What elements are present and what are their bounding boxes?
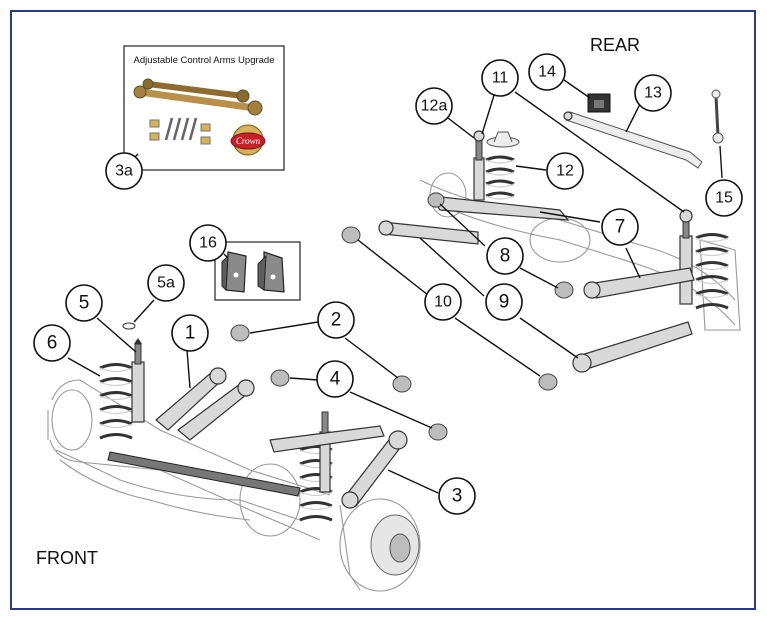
rear-label: REAR xyxy=(590,35,640,55)
svg-text:3a: 3a xyxy=(115,163,133,180)
svg-text:7: 7 xyxy=(615,217,626,238)
callout-13: 13 xyxy=(634,74,672,112)
svg-text:11: 11 xyxy=(492,70,509,87)
bushing-4-top xyxy=(270,369,290,387)
front-coil-spring-right xyxy=(299,445,333,522)
callout-12: 12 xyxy=(546,152,584,190)
callout-9: 9 xyxy=(485,283,523,321)
bushing-8-upper xyxy=(427,192,445,208)
hardware-kit-image xyxy=(149,117,211,145)
callout-16: 16 xyxy=(189,224,227,262)
front-label: FRONT xyxy=(36,548,98,568)
rear-coil-spring-left xyxy=(485,155,515,210)
svg-text:14: 14 xyxy=(538,64,556,81)
callout-2: 2 xyxy=(317,301,355,339)
svg-text:10: 10 xyxy=(434,294,452,311)
svg-text:2: 2 xyxy=(331,310,342,331)
rear-shock-left xyxy=(473,130,485,201)
front-lower-arm-inner xyxy=(269,425,385,453)
svg-text:9: 9 xyxy=(499,292,510,313)
svg-text:6: 6 xyxy=(47,333,58,354)
svg-text:5: 5 xyxy=(79,293,90,314)
callout-12a: 12a xyxy=(415,87,453,125)
callout-3: 3 xyxy=(438,477,476,515)
bushing-10-bottom xyxy=(538,373,558,391)
bushing-4-bottom xyxy=(428,423,448,441)
callout-10: 10 xyxy=(424,283,462,321)
bushing-10-top xyxy=(341,226,361,244)
svg-text:4: 4 xyxy=(330,369,341,390)
svg-text:16: 16 xyxy=(199,235,217,252)
bushing-8 xyxy=(554,281,574,299)
bushing-2-top xyxy=(230,324,250,342)
sway-bar-link xyxy=(711,89,724,144)
svg-text:5a: 5a xyxy=(157,275,175,292)
callout-3a: 3a xyxy=(105,152,143,190)
inset-title: Adjustable Control Arms Upgrade xyxy=(134,55,275,66)
callout-5: 5 xyxy=(65,284,103,322)
svg-text:13: 13 xyxy=(644,85,662,102)
callout-7: 7 xyxy=(601,208,639,246)
svg-text:12a: 12a xyxy=(421,98,448,115)
svg-text:8: 8 xyxy=(500,246,511,267)
front-suspension-illustration xyxy=(47,322,448,592)
svg-text:15: 15 xyxy=(715,190,733,207)
callout-8: 8 xyxy=(486,237,524,275)
callout-4: 4 xyxy=(316,360,354,398)
callout-14: 14 xyxy=(528,53,566,91)
front-shock-left xyxy=(131,338,145,423)
crown-logo-text: Crown xyxy=(236,136,261,146)
callout-11: 11 xyxy=(481,59,519,97)
shock-washer-5a xyxy=(122,322,136,330)
callout-6: 6 xyxy=(33,324,71,362)
front-track-bar xyxy=(107,451,301,497)
svg-text:3: 3 xyxy=(452,486,463,507)
bushing-2-bottom xyxy=(392,375,412,393)
front-coil-spring-left xyxy=(99,363,133,440)
rear-suspension-illustration xyxy=(341,89,741,391)
adjustable-arm-pair-image xyxy=(133,78,263,116)
svg-text:1: 1 xyxy=(185,323,196,344)
crown-logo: Crown xyxy=(230,124,266,156)
front-shock-right xyxy=(319,411,331,493)
leader-lines xyxy=(67,79,723,494)
rear-coil-spring-right xyxy=(695,233,729,310)
callouts: 1 2 3 3a 4 5 5a 6 7 8 9 10 11 12 12a 13 … xyxy=(33,53,743,515)
callout-5a: 5a xyxy=(147,264,185,302)
upgrade-inset: Adjustable Control Arms Upgrade Crown xyxy=(123,45,285,171)
callout-15: 15 xyxy=(705,179,743,217)
bracket-inset xyxy=(214,241,301,301)
callout-1: 1 xyxy=(171,314,209,352)
svg-text:12: 12 xyxy=(556,163,574,180)
